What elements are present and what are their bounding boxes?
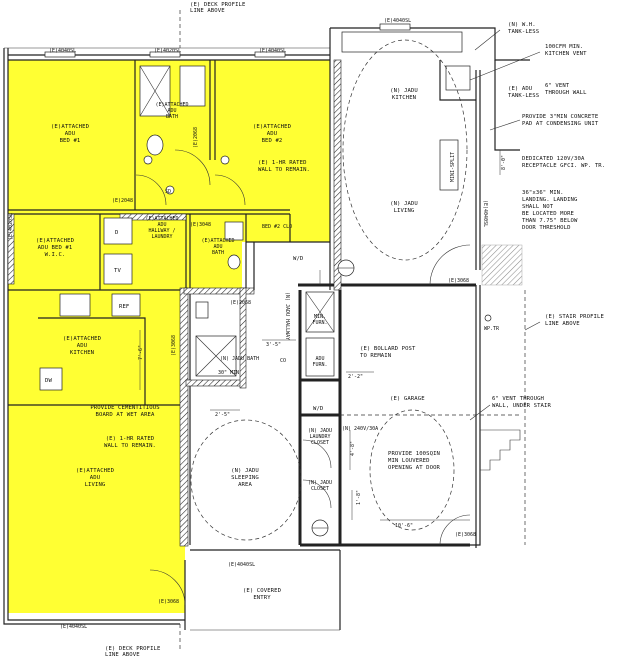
dim-hall: 3'-5" bbox=[266, 342, 281, 348]
door-tag-4040-right: (E)4040SL bbox=[482, 200, 488, 227]
sd-label: SD bbox=[165, 189, 171, 195]
door-tag-2048: (E)2048 bbox=[112, 198, 133, 204]
label-furn-top: MIN.FURN. bbox=[312, 314, 327, 326]
co-label: CO bbox=[280, 358, 286, 364]
door-tag-2068-b: (E)2068 bbox=[193, 127, 199, 148]
dim-closet2: 1'-8" bbox=[356, 490, 362, 505]
door-tag-3048: (E)3048 bbox=[190, 222, 211, 228]
door-tag-3068-c: (E)3068 bbox=[158, 599, 179, 605]
furnace-closets bbox=[305, 291, 335, 377]
door-tag-4020-left: (E)4020SL bbox=[8, 213, 14, 240]
rated-walls bbox=[7, 59, 342, 547]
jadu-kitchen-fixtures: MINI-SPLIT bbox=[341, 31, 476, 191]
dim-closet: 2'-2" bbox=[348, 374, 363, 380]
dim-laundry: 4'-8" bbox=[350, 441, 356, 456]
lighting-layout: SD CO bbox=[143, 39, 468, 541]
note-wp-tr: WP.TR bbox=[484, 326, 500, 332]
door-tag-2068-a: (E)2068 bbox=[230, 300, 251, 306]
attached-adu-area bbox=[8, 60, 330, 613]
dimension-lines: 7'-6" 3'-5" 2'-2" 4'-8" 1'-8" 10'-6" 2'-… bbox=[138, 150, 507, 529]
dim-vent: 8'-0" bbox=[501, 155, 507, 170]
minisplit-label: MINI-SPLIT bbox=[450, 152, 456, 182]
door-tag-3068-a: (E)3068 bbox=[448, 278, 469, 284]
door-tag-3068-b: (E)3068 bbox=[455, 532, 476, 538]
label-wd2: W/D bbox=[293, 256, 304, 262]
top-window-tags: (E)4040SL (E)4020SL (E)4040SL (E)4040SL bbox=[44, 18, 411, 58]
label-bed2-closet: BED #2 CLO bbox=[262, 224, 292, 230]
label-jadu-bath: (N) JADU BATH bbox=[220, 356, 259, 362]
note-tankless: (N) W.H.TANK-LESS bbox=[508, 22, 539, 35]
door-tag-4040-bottom: (E)4040SL bbox=[60, 624, 87, 630]
dw-label: DW bbox=[45, 378, 52, 384]
ref-label: REF bbox=[119, 304, 130, 310]
label-jadu-hallway: (N) JADU HALLWAY bbox=[284, 292, 290, 340]
door-tag-4040-entry: (E)4040SL bbox=[228, 562, 255, 568]
window-tag-top-2: (E)4020SL bbox=[154, 48, 181, 54]
dim-garage: 10'-6" bbox=[395, 523, 413, 529]
dryer-label: D bbox=[115, 230, 119, 236]
window-tag-top-1: (E)4040SL bbox=[49, 48, 76, 54]
door-tags: (E)2048 (E)3048 (E)2068 (E)2068 (E)3068 … bbox=[8, 127, 488, 630]
bath-fixtures bbox=[139, 65, 244, 377]
window-tag-top-4: (E)4040SL bbox=[384, 18, 411, 24]
label-bench-min: 30" MIN bbox=[218, 370, 239, 376]
tv-label: TV bbox=[114, 268, 121, 274]
door-tag-3068-d: (E)3068 bbox=[171, 335, 177, 356]
note-kitchen-vent: 100CFM MIN.KITCHEN VENT bbox=[545, 44, 587, 57]
window-tag-top-3: (E)4040SL bbox=[259, 48, 286, 54]
adu-kitchen-fixtures: REF DW bbox=[38, 293, 146, 405]
detail-markers bbox=[311, 259, 492, 537]
label-garage: (E) GARAGE bbox=[390, 396, 425, 402]
label-outlet-240: (N) 240V/30A bbox=[342, 426, 378, 432]
adu-fill bbox=[8, 60, 330, 613]
stair bbox=[480, 244, 526, 545]
laundry-fixtures: D TV bbox=[103, 217, 133, 285]
dim-bath: 2'-5" bbox=[215, 412, 230, 418]
dim-kitchen: 7'-6" bbox=[138, 345, 144, 360]
jadu-walls bbox=[184, 242, 520, 631]
door-swings bbox=[135, 149, 471, 606]
label-wd: W/D bbox=[313, 406, 324, 412]
notes-right: (N) W.H.TANK-LESS 100CFM MIN.KITCHEN VEN… bbox=[469, 22, 605, 421]
